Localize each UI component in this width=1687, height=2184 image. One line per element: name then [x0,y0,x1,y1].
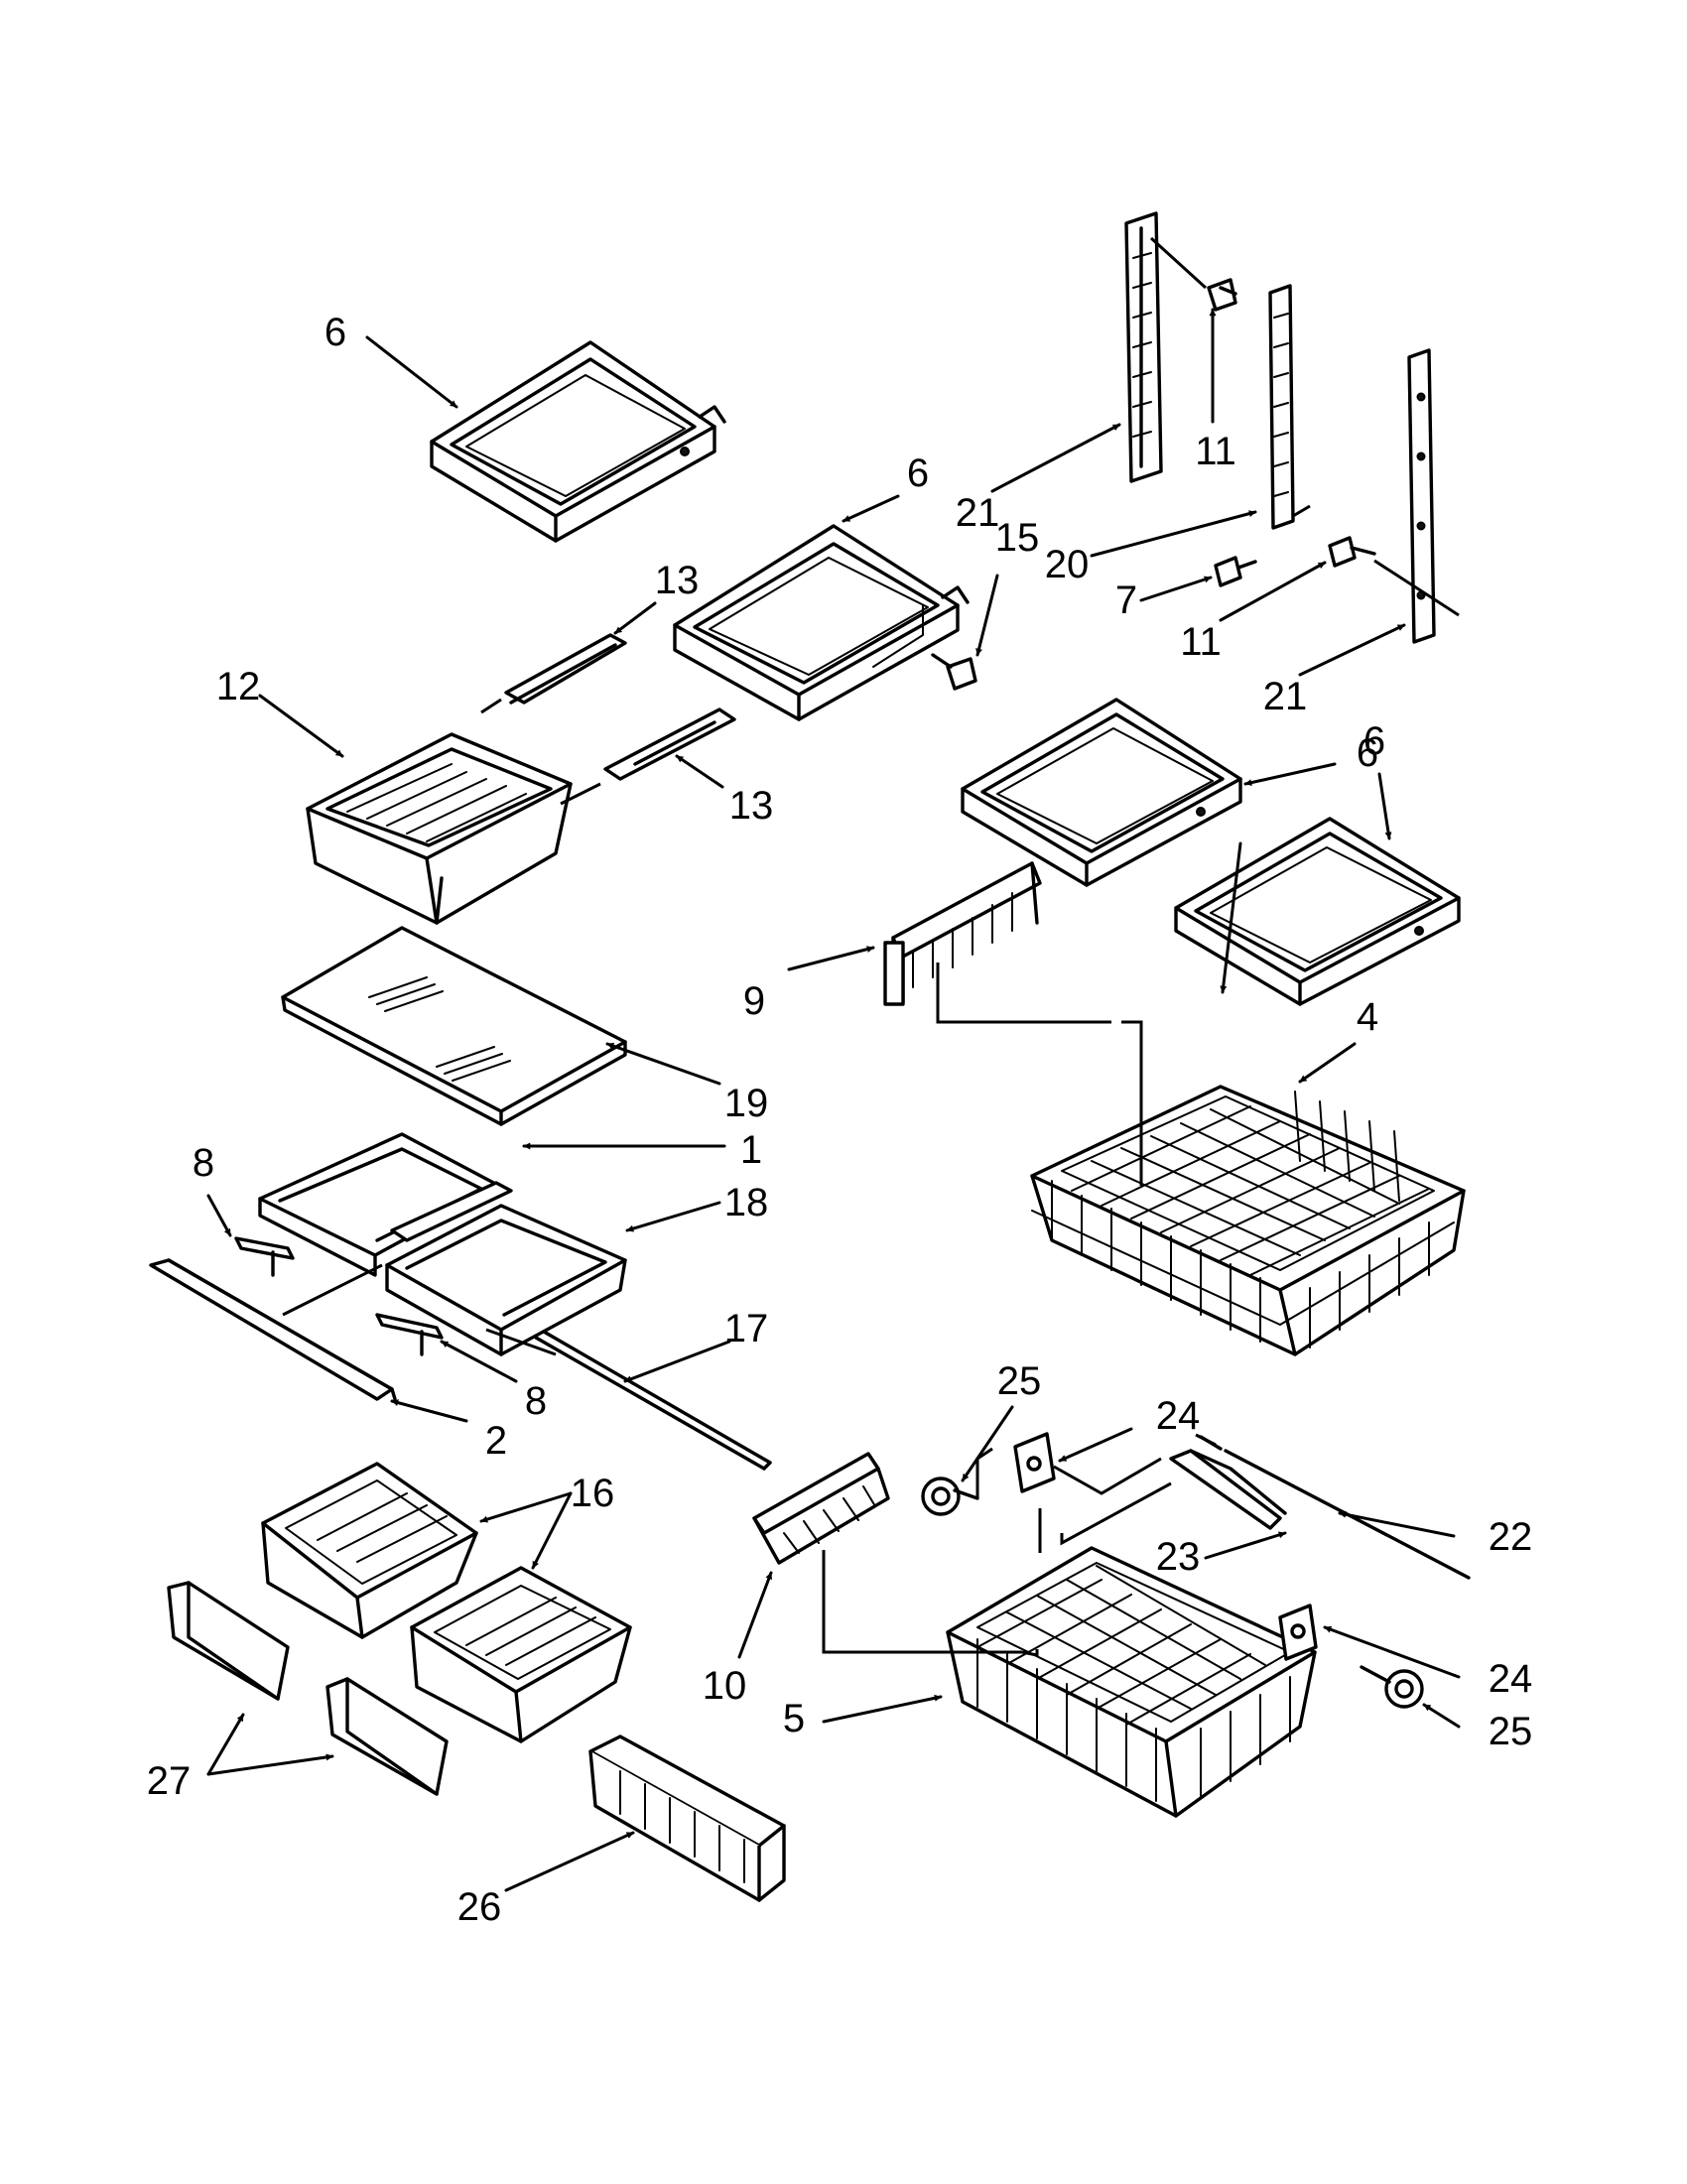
basket-part-5 [946,1546,1317,1818]
callout-11-upper: 11 [1195,430,1236,473]
trim-part-2 [149,1258,397,1401]
divider-part-10 [752,1452,890,1565]
crisper-part-16-right [410,1566,632,1743]
callout-25-lower: 25 [1489,1710,1533,1753]
callout-2: 2 [485,1419,507,1463]
callout-24-lower: 24 [1489,1657,1533,1701]
callout-20: 20 [1045,543,1090,586]
clip-part-8-upper [234,1236,295,1277]
gear-part-25-lower [1360,1665,1424,1709]
callout-8-lower: 8 [525,1379,547,1423]
callout-25-upper: 25 [997,1359,1042,1403]
rail-part-20 [1268,284,1295,530]
callout-26: 26 [457,1885,502,1929]
bracket-part-24-lower [1278,1604,1318,1661]
callout-17: 17 [724,1307,769,1350]
divider-part-9 [883,861,1042,1006]
callout-13-lower: 13 [729,784,774,828]
callout-4: 4 [1357,995,1378,1039]
callout-21-right: 21 [1263,675,1308,718]
callout-6-far-right: 6 [1357,731,1378,775]
screw-part-11b [1328,536,1376,568]
bracket-part-24-upper [1013,1432,1056,1493]
callout-5: 5 [783,1697,805,1740]
callout-8-upper: 8 [193,1141,214,1185]
frame-part-18 [385,1204,627,1356]
callout-1: 1 [740,1128,762,1172]
callout-6-right: 6 [1363,719,1385,763]
rail-part-21-left [1124,211,1163,483]
glass-shelf-part-19 [281,926,627,1126]
basket-part-4 [1030,1085,1466,1356]
callout-27: 27 [147,1759,192,1803]
callout-11-lower: 11 [1180,620,1222,664]
callout-6-top-left: 6 [324,311,346,354]
callout-21-left: 21 [956,491,1000,535]
crisper-part-16-left [261,1462,478,1639]
slide-part-13-upper [504,633,627,705]
shelf-part-6b [673,524,970,721]
callout-12: 12 [216,665,261,708]
callout-22: 22 [1489,1515,1533,1559]
shelf-part-6c [961,698,1242,887]
arm-part-23 [1169,1449,1287,1530]
callout-15: 15 [995,516,1040,560]
callout-18: 18 [724,1181,769,1224]
clip-part-8-lower [375,1313,444,1356]
screw-part-11a [1207,278,1237,312]
screw-part-15 [931,653,977,691]
callout-9: 9 [743,979,765,1023]
callout-24-upper: 24 [1156,1394,1201,1438]
callout-19: 19 [724,1082,769,1125]
callout-7: 7 [1115,578,1137,622]
gear-part-25-upper [921,1477,979,1516]
callout-16: 16 [571,1472,615,1515]
callout-6-center: 6 [907,451,929,495]
shelf-part-6a [430,340,726,543]
drawer-part-12 [306,732,573,925]
callout-10: 10 [703,1664,747,1708]
callout-13-upper: 13 [655,559,700,602]
handle-part-27-lower [325,1677,449,1796]
leader-lines [206,308,1461,1892]
rod-part-17 [534,1330,772,1471]
frame-part-1 [258,1132,513,1277]
handle-part-27-upper [167,1581,290,1701]
shelf-part-6d [1174,817,1461,1006]
slide-part-13-lower [603,707,736,781]
callout-23: 23 [1156,1535,1201,1579]
divider-part-26 [588,1734,786,1902]
screw-part-7 [1214,556,1257,587]
